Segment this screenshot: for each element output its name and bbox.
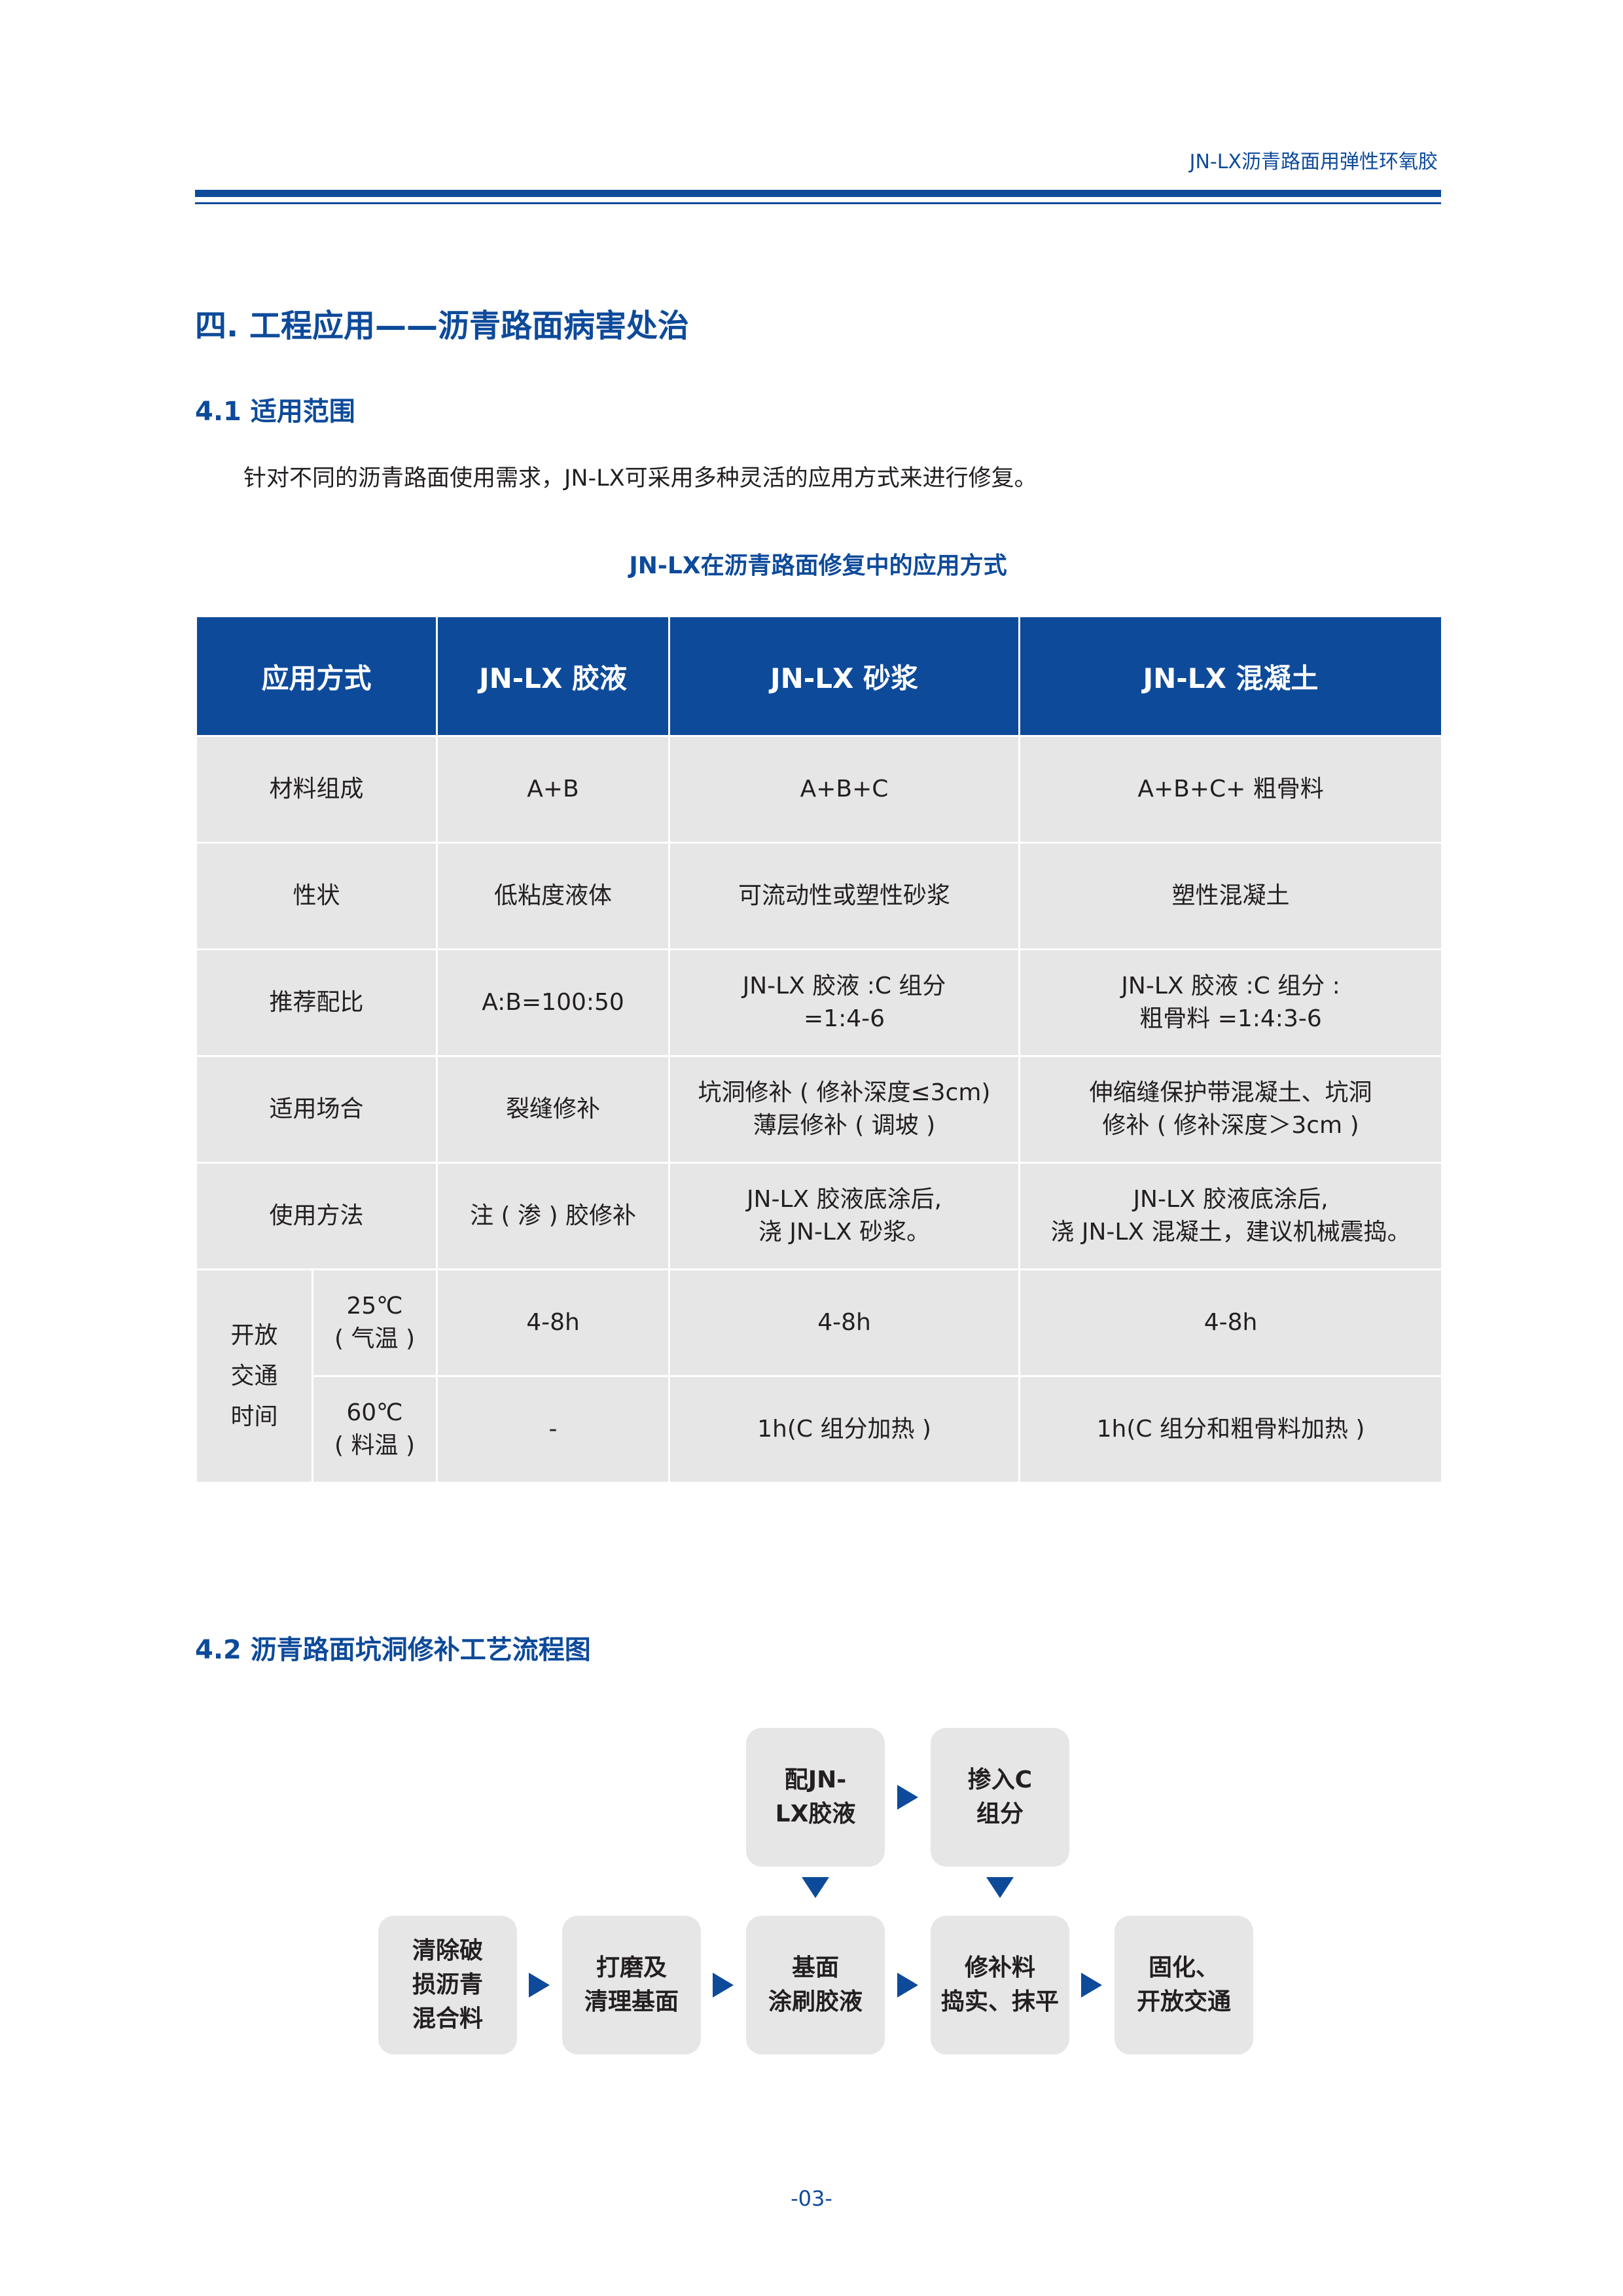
header-title: JN-LX沥青路面用弹性环氧胶 [1189,151,1438,173]
flow-step-label: 修补料捣实、抹平 [940,1954,1059,2015]
header-cell-method: 应用方式 [194,615,438,737]
application-table: 应用方式 JN-LX 胶液 JN-LX 砂浆 JN-LX 混凝土 材料组成 A+… [194,615,1444,1484]
flow-step-label: 清除破损沥青混合料 [412,1937,483,2032]
table-row: 材料组成 A+B A+B+C A+B+C+ 粗骨料 [194,735,1444,844]
flow-step-label: 打磨及清理基面 [584,1954,679,2015]
header-cell-concrete: JN-LX 混凝土 [1018,615,1444,737]
header-cell-mortar: JN-LX 砂浆 [668,615,1021,737]
open-traffic-label: 开放交通时间 [195,1268,313,1484]
table-cell: A+B+C+ 粗骨料 [1018,735,1444,844]
page-number: -03- [791,2186,832,2211]
flow-step-grind-clean: 打磨及清理基面 [562,1916,701,2054]
scope-intro: 针对不同的沥青路面使用需求，JN-LX可采用多种灵活的应用方式来进行修复。 [243,465,1037,492]
table-row: 推荐配比 A:B=100:50 JN-LX 胶液 :C 组分=1:4-6 JN-… [194,948,1444,1057]
table-cell: JN-LX 胶液 :C 组分 :粗骨料 =1:4:3-6 [1018,948,1444,1057]
table-row: 性状 低粘度液体 可流动性或塑性砂浆 塑性混凝土 [194,842,1444,950]
header-rule-thin [195,202,1441,204]
table-cell: 1h(C 组分和粗骨料加热 ) [1018,1375,1444,1484]
section-title: 四. 工程应用——沥青路面病害处治 [195,308,689,344]
table-cell: JN-LX 胶液底涂后,浇 JN-LX 砂浆。 [668,1162,1021,1270]
flowchart-heading: 4.2 沥青路面坑洞修补工艺流程图 [195,1635,591,1665]
arrow-right-icon [529,1973,550,1998]
table-caption: JN-LX在沥青路面修复中的应用方式 [629,552,1007,579]
table-cell: - [436,1375,671,1484]
table-cell: 1h(C 组分加热 ) [668,1375,1021,1484]
flow-step-cure-open: 固化、开放交通 [1115,1916,1253,2054]
arrow-right-icon [713,1973,734,1998]
table-cell: 4-8h [668,1268,1021,1377]
row-label: 使用方法 [194,1162,438,1270]
row-label: 材料组成 [194,735,438,844]
table-cell: 低粘度液体 [436,842,671,950]
row-label: 性状 [194,842,438,950]
table-cell: 伸缩缝保护带混凝土、坑洞修补 ( 修补深度＞3cm ) [1018,1055,1444,1164]
arrow-down-icon [986,1877,1014,1898]
table-cell: 裂缝修补 [436,1055,671,1164]
arrow-right-icon [1081,1973,1102,1998]
table-row: 使用方法 注 ( 渗 ) 胶修补 JN-LX 胶液底涂后,浇 JN-LX 砂浆。… [194,1162,1444,1270]
flow-step-compact-smooth: 修补料捣实、抹平 [931,1916,1069,2054]
table-cell: 坑洞修补 ( 修补深度≤3cm)薄层修补 ( 调坡 ) [668,1055,1021,1164]
table-cell: 4-8h [1018,1268,1444,1377]
arrow-right-icon [897,1973,918,1998]
header-cell-glue: JN-LX 胶液 [436,615,671,737]
table-cell: 注 ( 渗 ) 胶修补 [436,1162,671,1270]
arrow-right-icon [897,1785,918,1810]
table-cell: A+B+C [668,735,1021,844]
condition-cell: 25℃( 气温 ) [311,1268,438,1377]
table-cell: A+B [436,735,671,844]
flow-step-label: 基面涂刷胶液 [768,1954,863,2015]
header-rule-thick [195,190,1441,197]
flow-step-mix-glue: 配JN-LX胶液 [746,1728,885,1867]
flow-step-brush-glue: 基面涂刷胶液 [746,1916,885,2054]
flow-step-remove-asphalt: 清除破损沥青混合料 [378,1916,517,2054]
table-cell: 4-8h [436,1268,671,1377]
table-cell: JN-LX 胶液 :C 组分=1:4-6 [668,948,1021,1057]
scope-heading: 4.1 适用范围 [195,397,355,427]
flow-step-label: 固化、开放交通 [1136,1954,1231,2015]
table-cell: 塑性混凝土 [1018,842,1444,950]
table-row: 开放交通时间 25℃( 气温 ) 4-8h 4-8h 4-8h [195,1268,1444,1484]
condition-cell: 60℃( 料温 ) [311,1375,438,1484]
row-label: 推荐配比 [194,948,438,1057]
flow-step-label: 配JN-LX胶液 [775,1767,856,1827]
row-label: 适用场合 [194,1055,438,1164]
arrow-down-icon [802,1877,829,1898]
table-row: 适用场合 裂缝修补 坑洞修补 ( 修补深度≤3cm)薄层修补 ( 调坡 ) 伸缩… [194,1055,1444,1164]
table-cell: JN-LX 胶液底涂后,浇 JN-LX 混凝土，建议机械震捣。 [1018,1162,1444,1270]
table-cell: A:B=100:50 [436,948,671,1057]
table-header-row: 应用方式 JN-LX 胶液 JN-LX 砂浆 JN-LX 混凝土 [194,615,1444,737]
table-cell: 可流动性或塑性砂浆 [668,842,1021,950]
table-row: 60℃( 料温 ) - 1h(C 组分加热 ) 1h(C 组分和粗骨料加热 ) [196,1375,1444,1484]
